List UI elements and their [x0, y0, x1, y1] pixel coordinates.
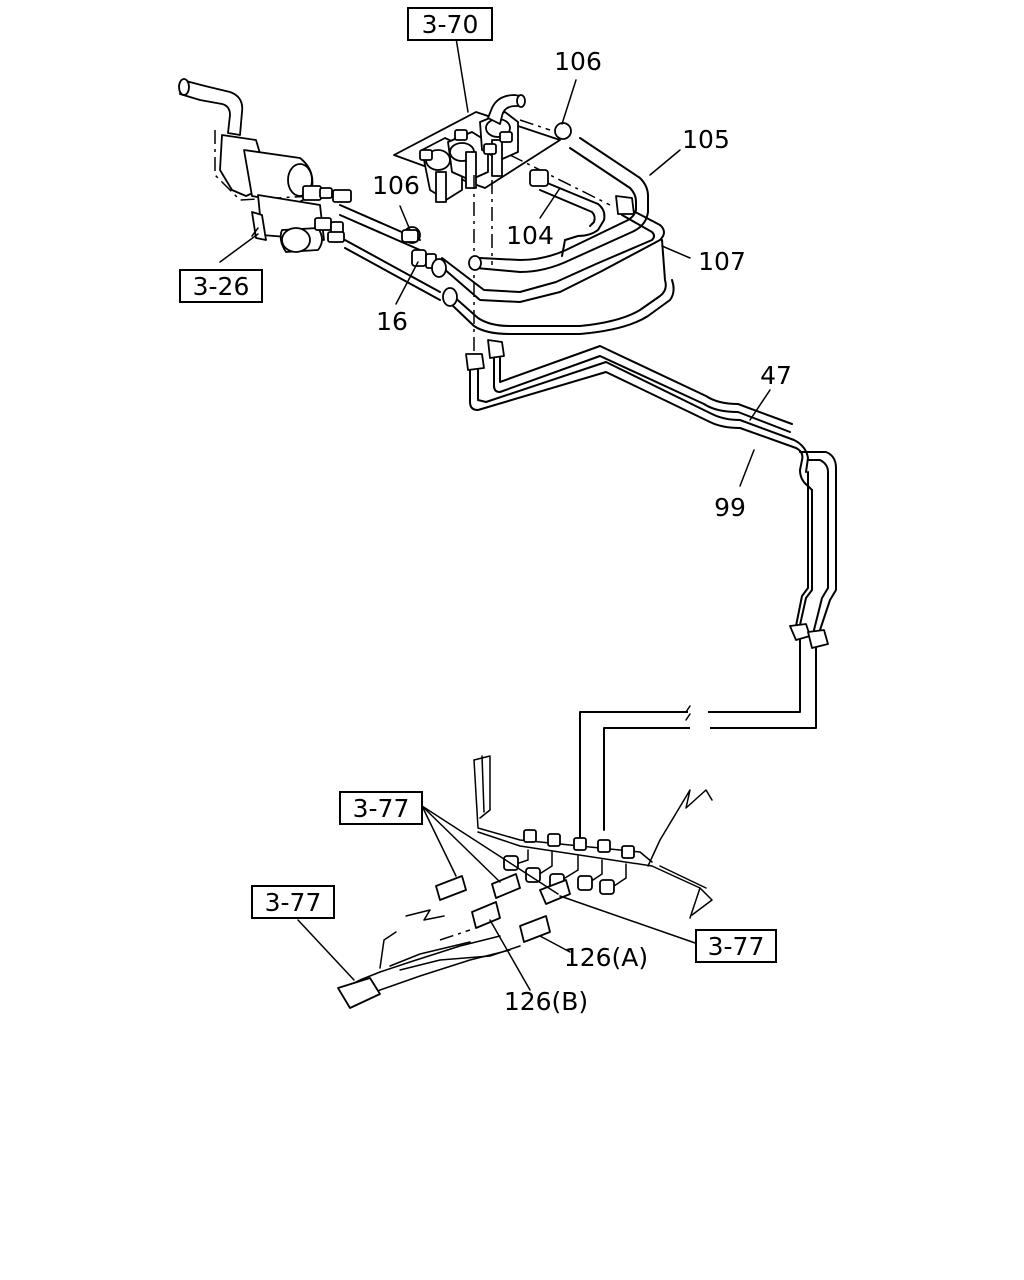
reference-3-70-label: 3-70 [422, 10, 479, 39]
reference-3-70[interactable]: 3-70 [407, 7, 493, 41]
callout-107: 107 [698, 247, 746, 276]
manifold-assembly [337, 755, 713, 1009]
reference-3-77-right[interactable]: 3-77 [695, 929, 777, 963]
reference-3-77-right-label: 3-77 [708, 932, 765, 961]
reference-3-77-left-label: 3-77 [265, 888, 322, 917]
pipes-middle [465, 339, 837, 649]
reference-3-26-label: 3-26 [193, 272, 250, 301]
callout-47: 47 [760, 361, 792, 390]
reference-3-77-upper-label: 3-77 [353, 794, 410, 823]
pipes-upper [339, 122, 675, 335]
callout-104: 104 [506, 221, 554, 250]
pipes-lower [579, 639, 817, 841]
reference-3-77-left[interactable]: 3-77 [251, 885, 335, 919]
callout-126b: 126(B) [504, 987, 588, 1016]
callout-16: 16 [376, 307, 408, 336]
valve-assembly-left [178, 78, 352, 253]
leader-lines [219, 37, 771, 991]
reference-3-77-upper[interactable]: 3-77 [339, 791, 423, 825]
callout-106-mid: 106 [372, 171, 420, 200]
valve-block-top [393, 94, 611, 365]
callout-105: 105 [682, 125, 730, 154]
callout-126a: 126(A) [564, 943, 648, 972]
callout-99: 99 [714, 493, 746, 522]
callout-106-top: 106 [554, 47, 602, 76]
reference-3-26[interactable]: 3-26 [179, 269, 263, 303]
